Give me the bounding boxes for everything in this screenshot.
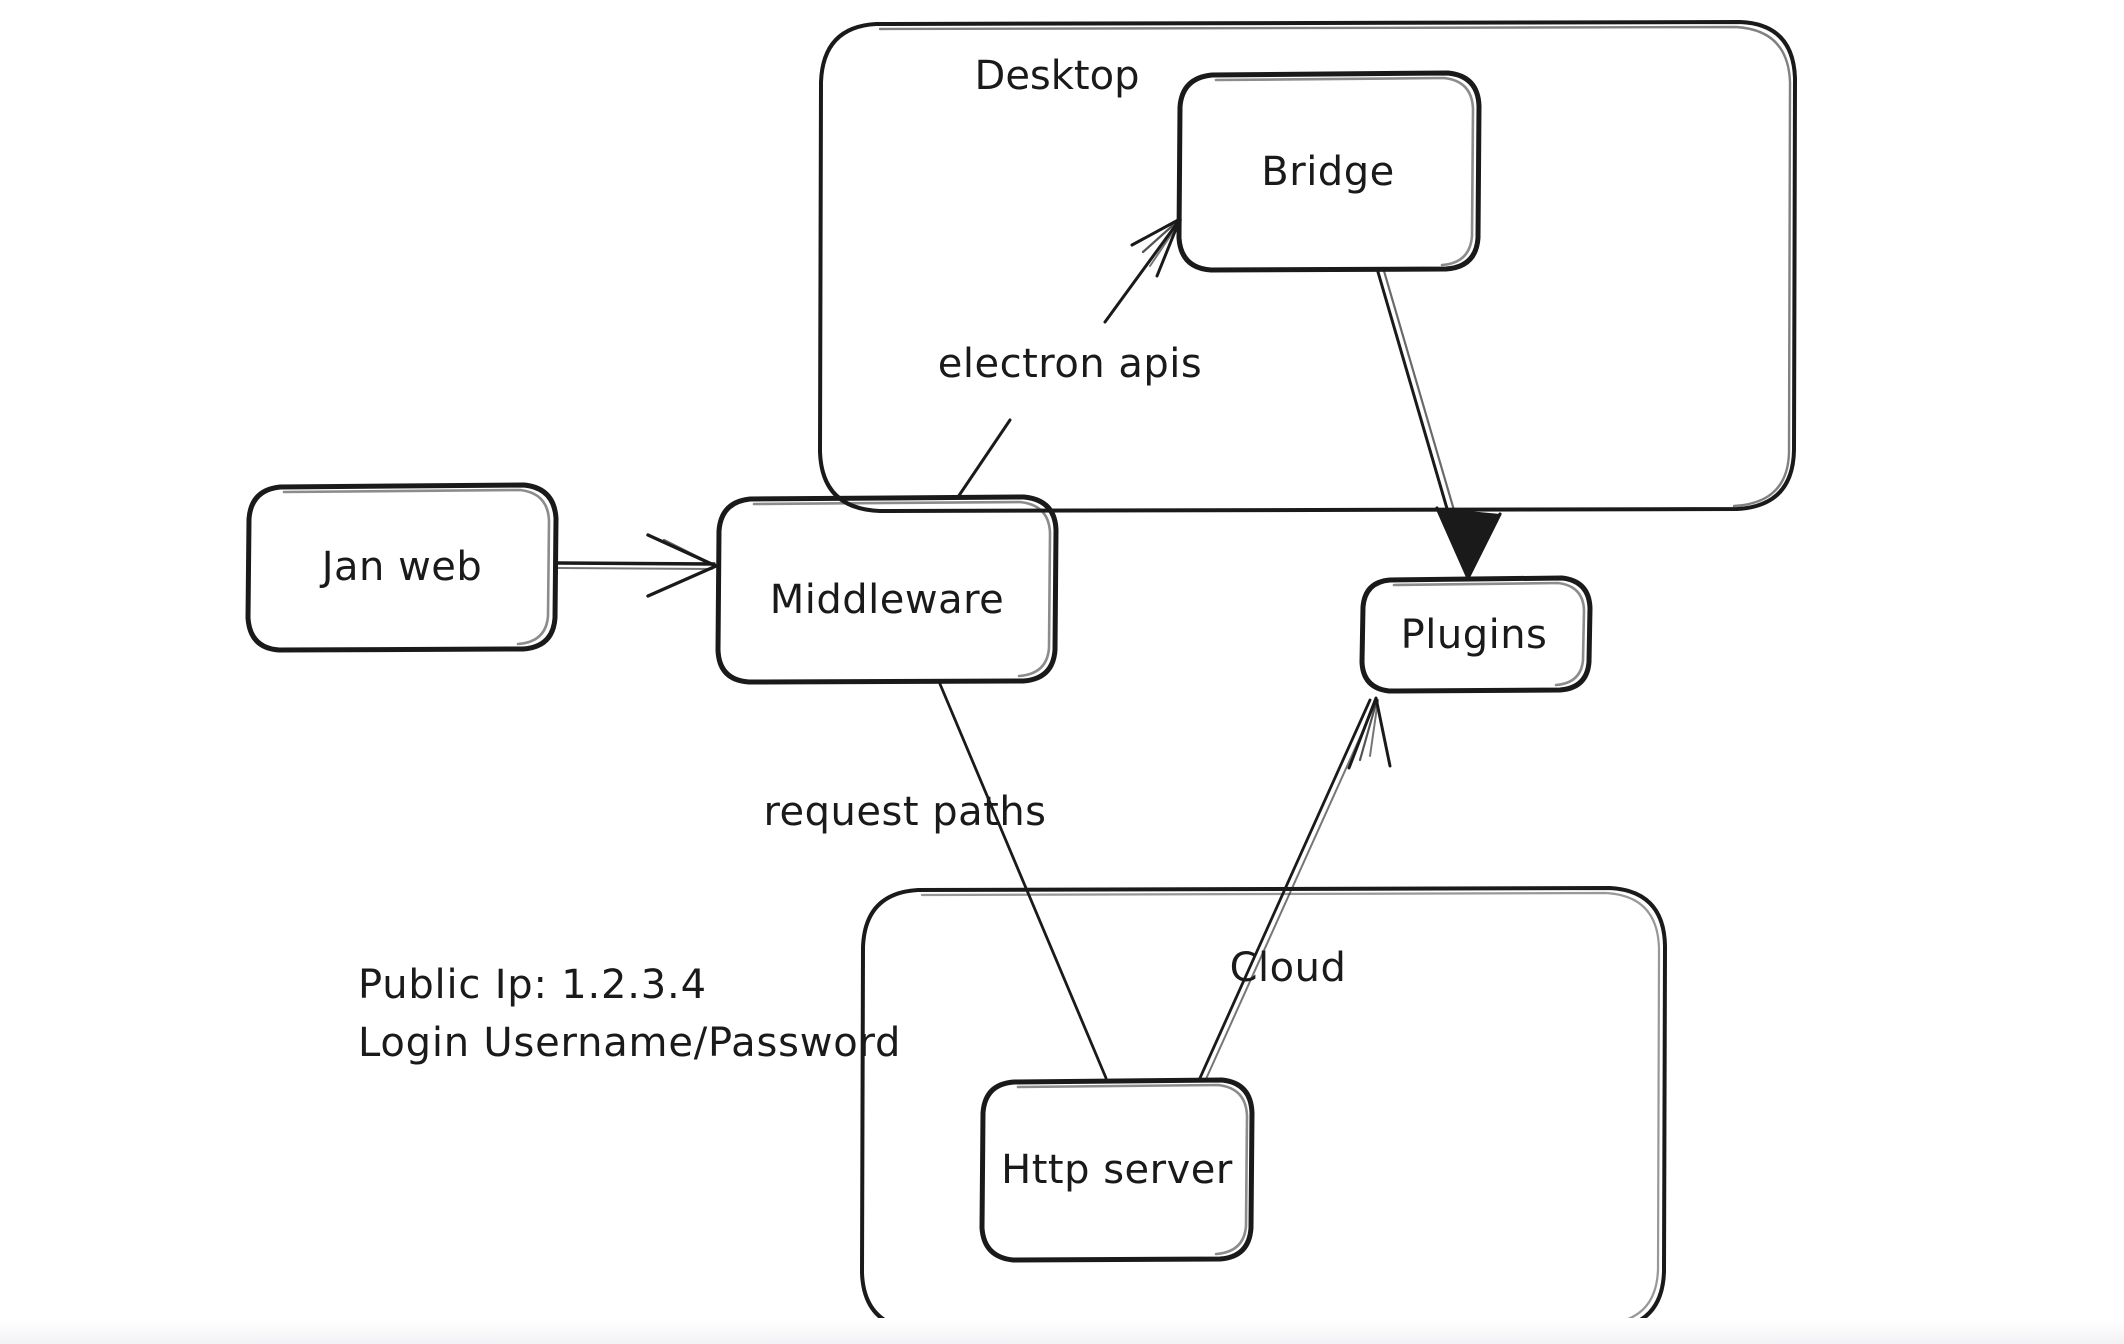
node-plugins-outline (1359, 575, 1593, 694)
edge-middleware-to-http (938, 682, 1108, 1080)
node-label-middleware[interactable]: Middleware (769, 577, 1005, 623)
node-label-plugins[interactable]: Plugins (1400, 612, 1548, 658)
node-http-server-outline (979, 1077, 1255, 1263)
edge-label-cloud: Cloud (1229, 945, 1347, 991)
note-login-credentials: Login Username/Password (358, 1020, 902, 1066)
edge-label-electron-apis: electron apis (937, 341, 1203, 387)
node-jan-web-outline (245, 482, 559, 653)
edge-bridge-to-plugins (1376, 269, 1502, 580)
node-label-bridge[interactable]: Bridge (1261, 149, 1395, 195)
edge-jan-to-middleware (556, 533, 718, 598)
node-label-http-server[interactable]: Http server (1001, 1147, 1233, 1193)
group-label-desktop: Desktop (974, 53, 1140, 99)
edge-label-request-paths: request paths (763, 789, 1047, 835)
group-desktop-outline (818, 20, 1797, 513)
node-middleware-outline (715, 494, 1059, 685)
node-label-jan-web[interactable]: Jan web (321, 544, 483, 590)
edge-middleware-to-bridge (956, 217, 1182, 499)
note-public-ip: Public Ip: 1.2.3.4 (358, 962, 707, 1008)
node-bridge-outline (1176, 70, 1482, 273)
edge-http-to-plugins (1198, 696, 1392, 1080)
